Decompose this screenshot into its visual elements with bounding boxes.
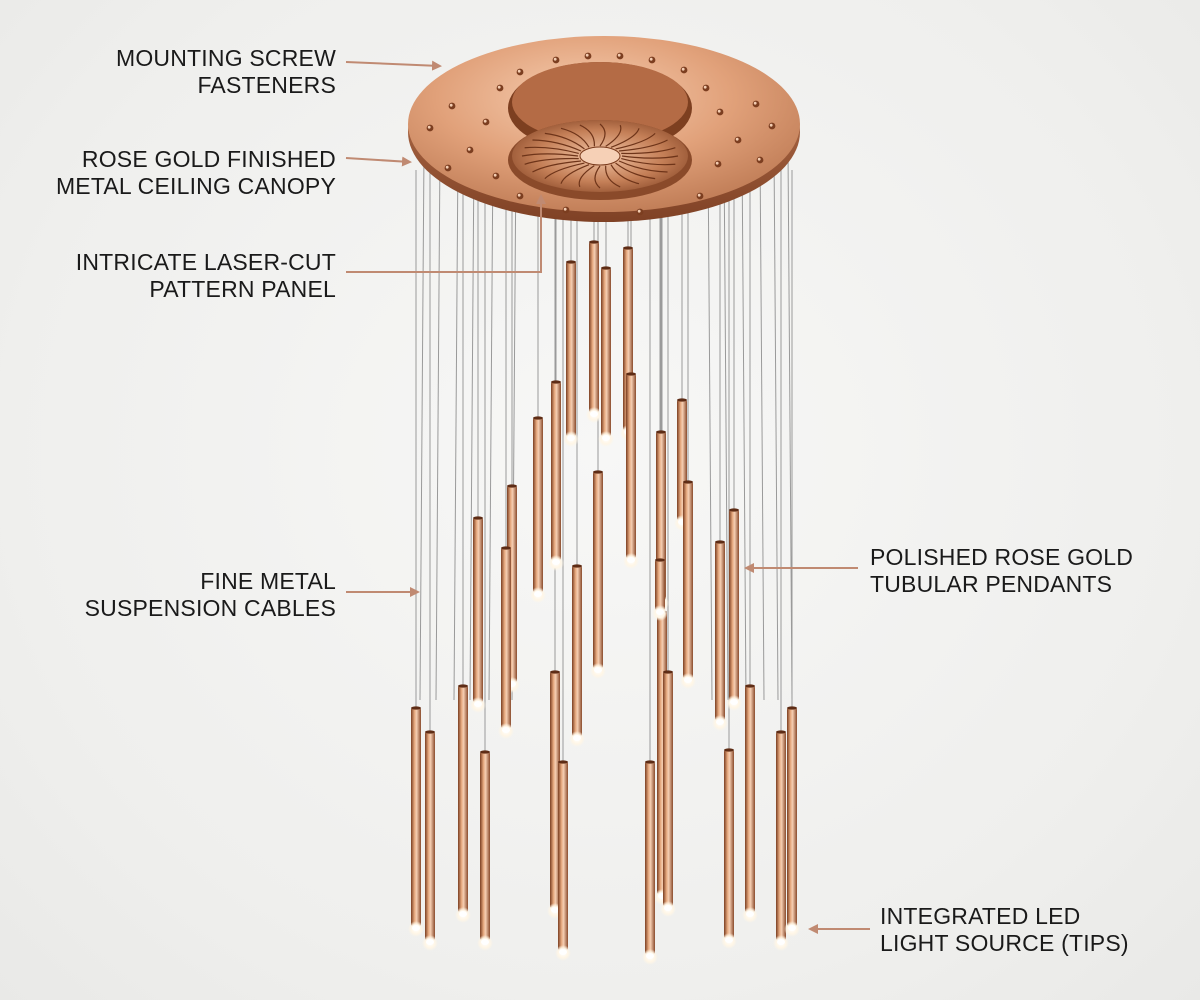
arrow-icon [345, 156, 412, 167]
screw-icon [552, 56, 560, 64]
pendant-tube [680, 480, 696, 689]
screw-icon [426, 124, 434, 132]
callout-arrows [345, 60, 870, 934]
pendant-tube [477, 750, 493, 951]
screw-icon [714, 160, 722, 168]
pendant-tube [784, 706, 800, 937]
pendant-tube [569, 564, 585, 747]
callout-line: ROSE GOLD FINISHED [81, 146, 336, 172]
pendant-tube [455, 684, 471, 923]
pendant-tube [652, 558, 668, 621]
callout-line: LIGHT SOURCE (TIPS) [880, 930, 1129, 956]
arrow-icon [345, 60, 442, 71]
callout-line: FINE METAL [200, 568, 336, 594]
pendant-tube [660, 670, 676, 917]
mounting-screws [426, 52, 776, 216]
pendant-tube [470, 516, 486, 713]
screw-icon [492, 172, 500, 180]
pendant-tube [586, 240, 602, 423]
pendant-tube [590, 470, 606, 679]
pendant-tube [642, 760, 658, 965]
screw-icon [756, 156, 764, 164]
callout-line: TUBULAR PENDANTS [870, 571, 1113, 597]
pendant-tube [422, 730, 438, 951]
pendant-tube [598, 266, 614, 447]
callout-line: POLISHED ROSE GOLD [870, 544, 1134, 570]
screw-icon [716, 108, 724, 116]
screw-icon [702, 84, 710, 92]
pendant-tube [726, 508, 742, 711]
pendant-tube [408, 706, 424, 937]
screw-icon [482, 118, 490, 126]
pendant-tube [498, 546, 514, 739]
screw-icon [466, 146, 474, 154]
tubular-pendants [408, 240, 800, 965]
callout-laser-panel: INTRICATE LASER-CUT PATTERN PANEL [76, 249, 336, 303]
pendant-tube [742, 684, 758, 923]
callout-line: INTRICATE LASER-CUT [75, 249, 336, 275]
laser-cut-panel [508, 120, 692, 200]
callout-mounting-screw: MOUNTING SCREW FASTENERS [116, 45, 336, 99]
ceiling-canopy [408, 36, 800, 222]
pendant-tube [773, 730, 789, 951]
pendant-tube [712, 540, 728, 731]
pendant-tube [721, 748, 737, 949]
screw-icon [584, 52, 592, 60]
screw-icon [680, 66, 688, 74]
screw-icon [636, 208, 644, 216]
screw-icon [448, 102, 456, 110]
callout-line: FASTENERS [197, 72, 336, 98]
pendant-tube [563, 260, 579, 447]
callout-cables: FINE METAL SUSPENSION CABLES [85, 568, 336, 622]
arrow-icon [346, 194, 546, 273]
screw-icon [562, 206, 570, 214]
callout-line: MOUNTING SCREW [115, 45, 336, 71]
callout-line: SUSPENSION CABLES [84, 595, 336, 621]
pendant-tube [548, 380, 564, 571]
callout-line: METAL CEILING CANOPY [55, 173, 336, 199]
screw-icon [734, 136, 742, 144]
screw-icon [616, 52, 624, 60]
pendant-tube [623, 372, 639, 569]
callout-pendants: POLISHED ROSE GOLD TUBULAR PENDANTS [870, 544, 1133, 598]
screw-icon [516, 192, 524, 200]
screw-icon [768, 122, 776, 130]
callout-led: INTEGRATED LED LIGHT SOURCE (TIPS) [880, 903, 1129, 957]
callout-line: INTEGRATED LED [880, 903, 1081, 929]
pendant-tube [530, 416, 546, 603]
screw-icon [752, 100, 760, 108]
callout-canopy: ROSE GOLD FINISHED METAL CEILING CANOPY [56, 146, 336, 200]
screw-icon [496, 84, 504, 92]
callout-line: PATTERN PANEL [149, 276, 336, 302]
screw-icon [516, 68, 524, 76]
screw-icon [648, 56, 656, 64]
pendant-tube [555, 760, 571, 961]
screw-icon [696, 192, 704, 200]
screw-icon [444, 164, 452, 172]
